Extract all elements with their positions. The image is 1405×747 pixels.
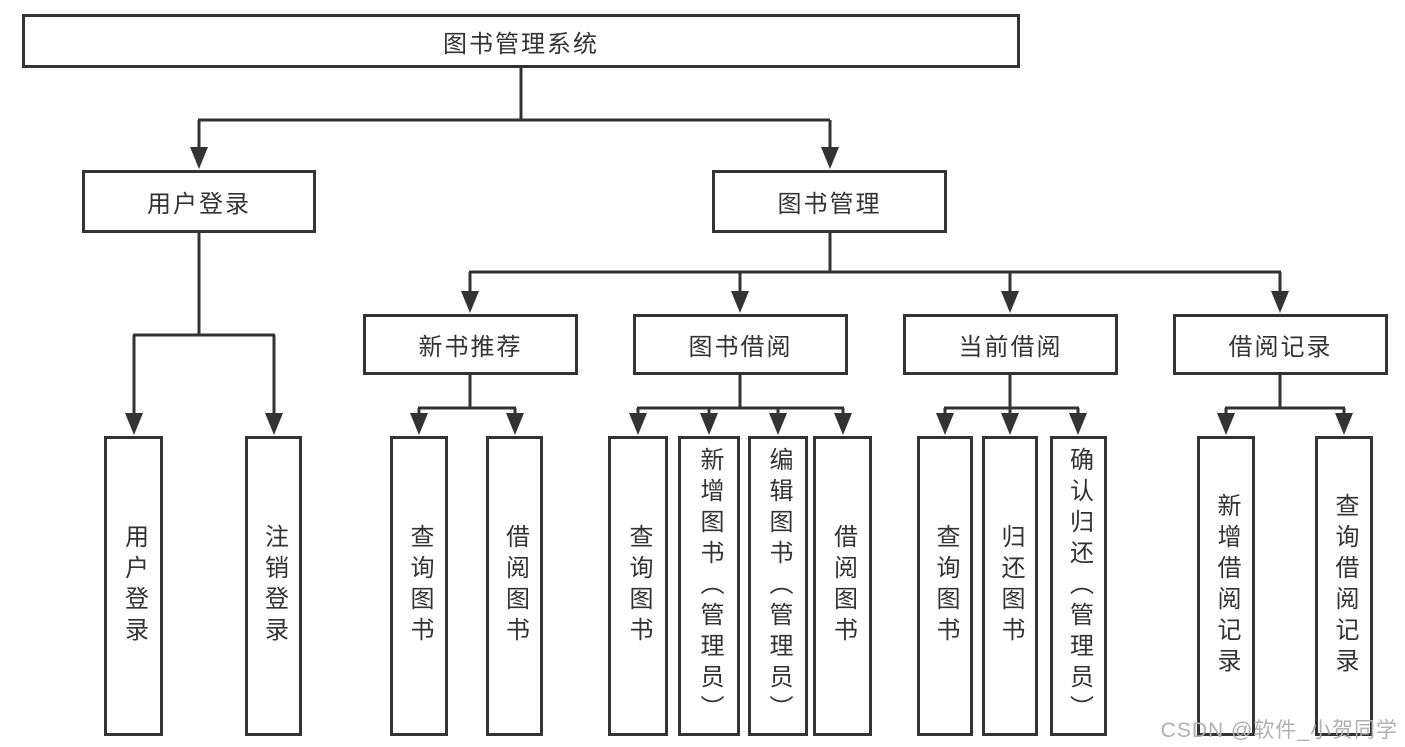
connector-current-borrow-children	[943, 375, 1080, 418]
node-book-management: 图书管理	[712, 170, 947, 233]
leaf-new-book-query-book: 查询图书	[390, 436, 448, 736]
node-new-book-recommend: 新书推荐	[363, 314, 578, 375]
csdn-watermark: CSDN @软件_小贺同学	[1160, 719, 1398, 742]
leaf-new-book-borrow-book: 借阅图书	[486, 436, 543, 736]
leaf-borrow-add-book-admin: 新增图书（管理员）	[678, 436, 740, 736]
leaf-current-return-book: 归还图书	[982, 436, 1038, 736]
arrowheads-current-borrow-children	[936, 413, 1087, 435]
arrowheads-user-login-children	[125, 413, 283, 435]
arrowheads-root-to-level2	[190, 147, 839, 169]
node-book-borrow: 图书借阅	[633, 314, 848, 375]
arrowheads-book-borrow-children	[629, 413, 852, 435]
node-root-system: 图书管理系统	[22, 14, 1020, 68]
leaf-borrow-query-book: 查询图书	[608, 436, 668, 736]
arrowheads-borrow-record-children	[1217, 413, 1353, 435]
connector-borrow-record-children	[1224, 375, 1346, 418]
leaf-borrow-edit-book-admin: 编辑图书（管理员）	[748, 436, 808, 736]
node-current-borrow: 当前借阅	[903, 314, 1118, 375]
leaf-record-add-borrow-record: 新增借阅记录	[1197, 436, 1255, 736]
arrowheads-book-management-sections	[461, 291, 1289, 313]
leaf-borrow-borrow-book: 借阅图书	[813, 436, 872, 736]
leaf-current-query-book: 查询图书	[917, 436, 973, 736]
connector-book-borrow-children	[636, 375, 845, 418]
connector-book-management-sections	[468, 233, 1282, 296]
arrowheads-new-book-children	[410, 413, 524, 435]
leaf-current-confirm-return-admin: 确认归还（管理员）	[1050, 436, 1107, 736]
leaf-user-login: 用户登录	[104, 436, 163, 736]
leaf-logout: 注销登录	[245, 436, 302, 736]
node-user-login: 用户登录	[82, 170, 316, 233]
node-borrow-record: 借阅记录	[1173, 314, 1388, 375]
connector-root-to-level2	[197, 68, 832, 150]
connector-user-login-children	[132, 233, 276, 418]
connector-new-book-children	[417, 375, 517, 418]
leaf-record-query-borrow-record: 查询借阅记录	[1315, 436, 1373, 736]
